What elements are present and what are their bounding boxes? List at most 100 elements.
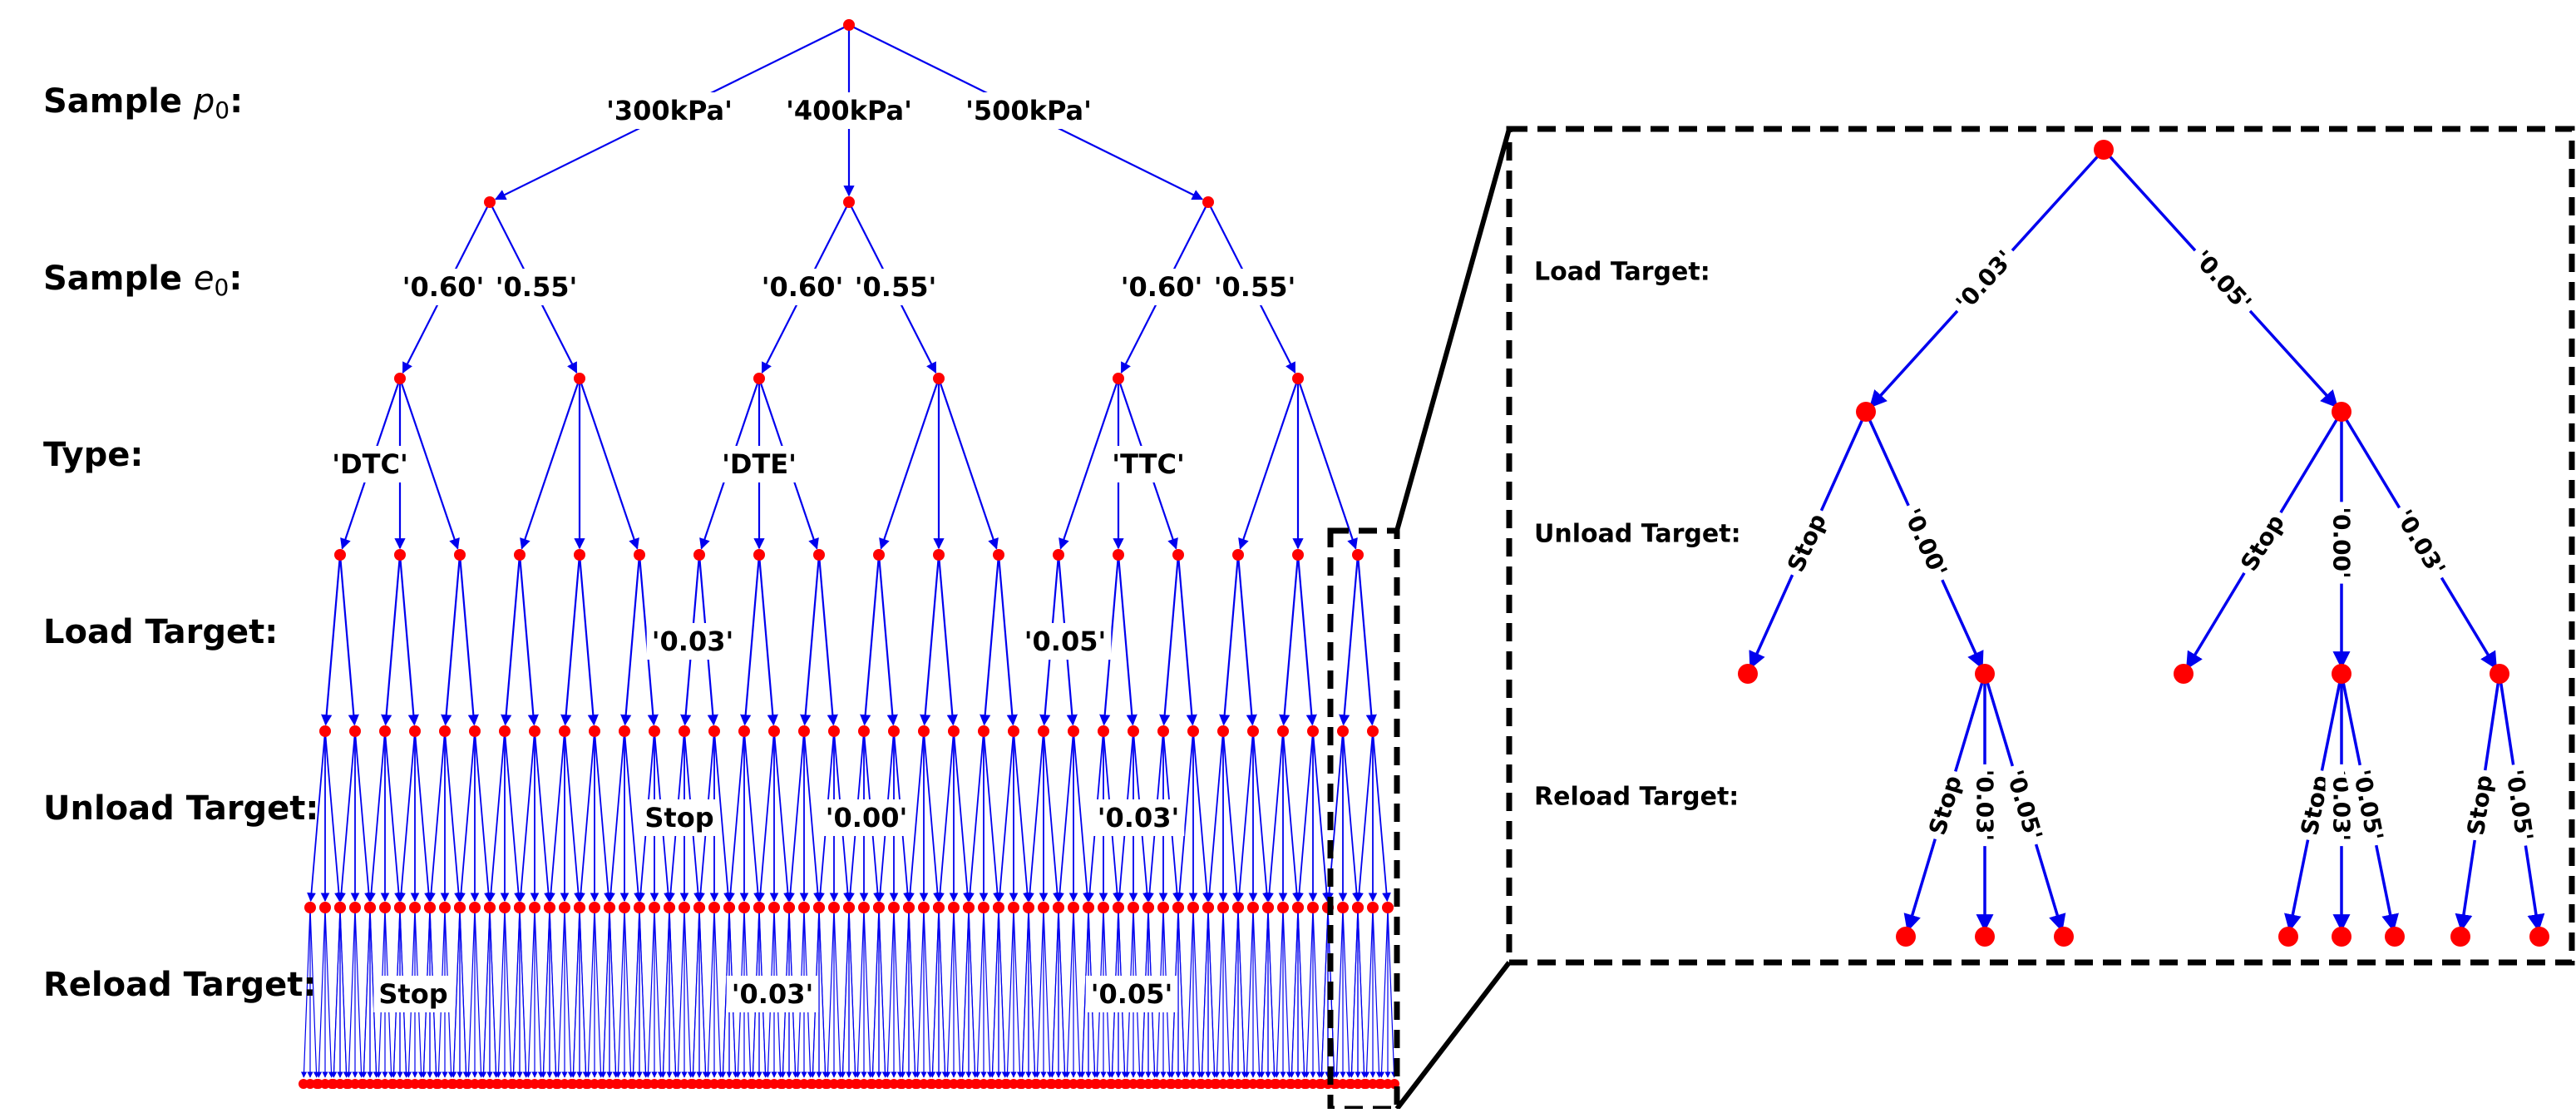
e0-node-5 bbox=[1292, 373, 1304, 384]
edge-unload-66 bbox=[965, 730, 985, 903]
level-title-colon: : bbox=[229, 260, 242, 298]
load-node-26 bbox=[1098, 725, 1109, 737]
edge-unload-29 bbox=[594, 730, 613, 903]
edge-load-35 bbox=[1356, 554, 1377, 726]
edge-unload-69 bbox=[995, 730, 1014, 903]
load-node-16 bbox=[798, 725, 810, 737]
type-node-10 bbox=[933, 549, 945, 561]
load-node-25 bbox=[1068, 725, 1079, 737]
edge-reload-302 bbox=[1312, 907, 1323, 1078]
edge-load-14 bbox=[740, 554, 761, 726]
edge-load-27 bbox=[1117, 554, 1137, 726]
unload-node-36 bbox=[664, 902, 675, 913]
unload-node-61 bbox=[918, 902, 930, 913]
unload-node-105 bbox=[1352, 902, 1364, 913]
zoom-connector-bottom bbox=[1394, 961, 1512, 1111]
unload-node-76 bbox=[1068, 902, 1079, 913]
zoom-unload-right-1: '0.00' bbox=[2328, 507, 2356, 578]
p0-label-1-bg bbox=[781, 92, 917, 129]
zoom-leaf-5 bbox=[2385, 927, 2405, 947]
unload-node-91 bbox=[1217, 902, 1229, 913]
unload-node-58 bbox=[888, 902, 900, 913]
edge-unload-42 bbox=[726, 730, 745, 903]
edge-reload-120 bbox=[704, 907, 715, 1078]
edge-reload-293 bbox=[1282, 907, 1293, 1078]
unload-node-93 bbox=[1232, 902, 1244, 913]
unload-node-7 bbox=[379, 902, 391, 913]
edge-reload-281 bbox=[1237, 907, 1248, 1078]
edge-reload-180 bbox=[899, 907, 910, 1078]
edge-reload-11 bbox=[339, 907, 350, 1078]
edge-load-18 bbox=[860, 554, 881, 726]
level-title-text: Sample bbox=[43, 260, 194, 298]
edge-type-5 bbox=[578, 378, 639, 550]
edge-unload-99 bbox=[1295, 730, 1314, 903]
zoom-reload-mid-0-bg bbox=[1919, 766, 1971, 844]
zoom-unload-right-0: Stop bbox=[2235, 510, 2290, 576]
unload-node-34 bbox=[649, 902, 660, 913]
edge-type-12 bbox=[1059, 378, 1120, 550]
unload-node-72 bbox=[1023, 902, 1034, 913]
edge-unload-32 bbox=[624, 730, 643, 903]
p0-label-0-bg bbox=[601, 92, 738, 129]
unload-node-73 bbox=[1038, 902, 1049, 913]
zoom-leaf-2 bbox=[2054, 927, 2074, 947]
load-node-15 bbox=[768, 725, 780, 737]
edge-reload-93 bbox=[614, 907, 625, 1078]
edge-reload-119 bbox=[698, 907, 709, 1078]
unload-node-1 bbox=[319, 902, 331, 913]
edge-load-22 bbox=[980, 554, 1000, 726]
e0-label-1-1: '0.55' bbox=[855, 271, 937, 303]
edge-reload-323 bbox=[1387, 907, 1398, 1078]
edge-reload-74 bbox=[549, 907, 560, 1078]
edge-reload-272 bbox=[1207, 907, 1218, 1078]
edge-reload-101 bbox=[639, 907, 649, 1078]
load-label-1: '0.05' bbox=[1024, 626, 1107, 657]
load-node-27 bbox=[1128, 725, 1139, 737]
edge-unload-20 bbox=[504, 730, 523, 903]
zoom-load-label-1: '0.05' bbox=[2189, 245, 2257, 316]
load-node-33 bbox=[1307, 725, 1319, 737]
e0-label-0-0-bg bbox=[397, 269, 490, 305]
edge-unload-9 bbox=[397, 730, 416, 903]
edge-unload-12 bbox=[427, 730, 446, 903]
unload-node-69 bbox=[993, 902, 1004, 913]
edge-reload-95 bbox=[624, 907, 634, 1078]
edge-reload-84 bbox=[585, 907, 595, 1078]
unload-node-39 bbox=[693, 902, 705, 913]
edge-unload-63 bbox=[935, 730, 955, 903]
edge-unload-21 bbox=[516, 730, 535, 903]
zoom-load-label-0: '0.03' bbox=[1951, 245, 2019, 316]
unload-node-87 bbox=[1172, 902, 1184, 913]
zoom-level-title-0: Load Target: bbox=[1534, 258, 1710, 287]
edge-unload-71 bbox=[1013, 730, 1032, 903]
edge-reload-228 bbox=[1063, 907, 1074, 1078]
edge-reload-183 bbox=[914, 907, 925, 1078]
e0-label-0-2-bg bbox=[1115, 269, 1208, 305]
load-node-8 bbox=[559, 725, 570, 737]
e0-node-1 bbox=[574, 373, 585, 384]
p0-node-1 bbox=[843, 196, 855, 208]
edge-reload-14 bbox=[354, 907, 365, 1078]
edge-reload-158 bbox=[833, 907, 844, 1078]
edge-reload-225 bbox=[1049, 907, 1059, 1078]
unload-node-90 bbox=[1202, 902, 1214, 913]
edge-reload-111 bbox=[674, 907, 685, 1078]
load-node-18 bbox=[858, 725, 870, 737]
load-node-4 bbox=[439, 725, 451, 737]
edge-unload-30 bbox=[606, 730, 625, 903]
zoom-unload-left-1-bg bbox=[1893, 498, 1957, 587]
edge-load-11 bbox=[638, 554, 659, 726]
edge-unload-92 bbox=[1222, 730, 1241, 903]
edge-reload-122 bbox=[713, 907, 724, 1078]
edge-unload-27 bbox=[576, 730, 595, 903]
edge-reload-270 bbox=[1198, 907, 1209, 1078]
edge-reload-198 bbox=[959, 907, 970, 1078]
zoom-unload-right-0-bg bbox=[2230, 504, 2295, 581]
edge-reload-288 bbox=[1258, 907, 1269, 1078]
zoom-leaf-4 bbox=[2332, 927, 2351, 947]
level-title-3: Load Target: bbox=[43, 613, 278, 651]
unload-node-63 bbox=[933, 902, 945, 913]
edge-reload-117 bbox=[689, 907, 700, 1078]
